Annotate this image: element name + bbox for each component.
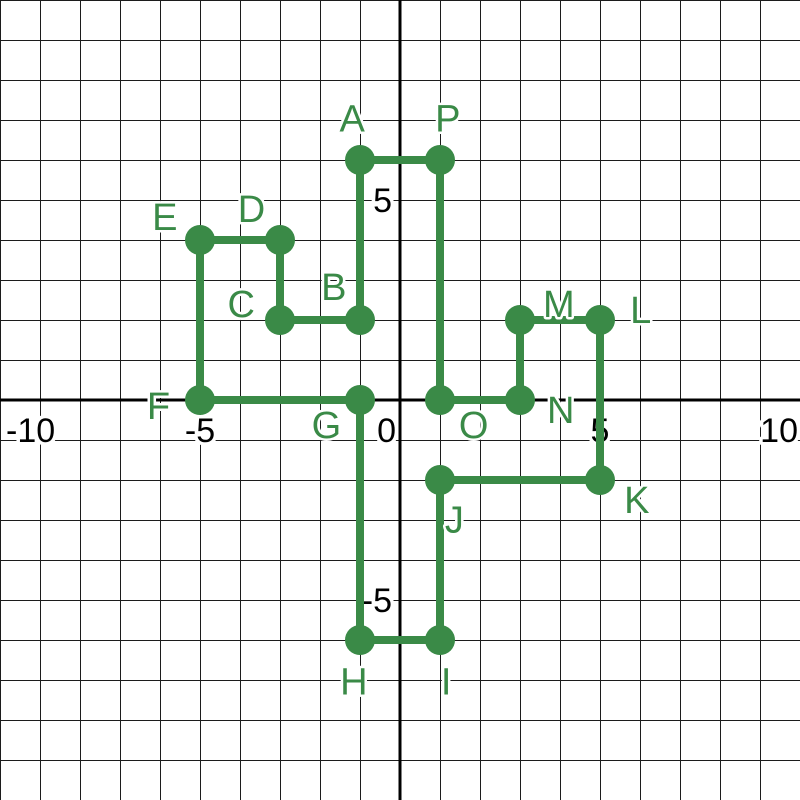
point-i <box>425 625 455 655</box>
y-tick-label: 5 <box>373 182 392 220</box>
points-layer <box>185 145 615 655</box>
point-h <box>345 625 375 655</box>
point-label-a: A <box>339 99 365 141</box>
x-tick-label: -5 <box>185 412 215 450</box>
point-c <box>265 305 295 335</box>
x-tick-label: 10 <box>760 412 798 450</box>
point-e <box>185 225 215 255</box>
point-j <box>425 465 455 495</box>
point-labels-layer: A B C D E F G H I J K L M N O P <box>144 96 653 706</box>
point-label-h: H <box>340 662 367 704</box>
point-label-n: N <box>547 390 574 432</box>
point-n <box>505 385 535 415</box>
x-tick-label: 0 <box>377 412 396 450</box>
point-m <box>505 305 535 335</box>
point-label-l: L <box>630 290 651 332</box>
point-label-d: D <box>238 189 265 231</box>
point-a <box>345 145 375 175</box>
point-l <box>585 305 615 335</box>
point-label-e: E <box>152 197 177 239</box>
point-d <box>265 225 295 255</box>
point-label-p: P <box>435 99 460 141</box>
x-tick-label: -10 <box>6 412 55 450</box>
y-tick-label: -5 <box>362 582 392 620</box>
point-o <box>425 385 455 415</box>
point-label-b: B <box>321 267 346 309</box>
point-label-m: M <box>543 284 575 326</box>
point-k <box>585 465 615 495</box>
point-label-c: C <box>228 284 255 326</box>
point-label-i: I <box>441 662 452 704</box>
point-label-g: G <box>312 405 342 447</box>
point-p <box>425 145 455 175</box>
point-label-f: F <box>147 386 170 428</box>
point-label-o: O <box>459 405 489 447</box>
point-label-k: K <box>624 480 649 522</box>
point-g <box>345 385 375 415</box>
point-label-j: J <box>445 499 464 541</box>
point-f <box>185 385 215 415</box>
point-b <box>345 305 375 335</box>
